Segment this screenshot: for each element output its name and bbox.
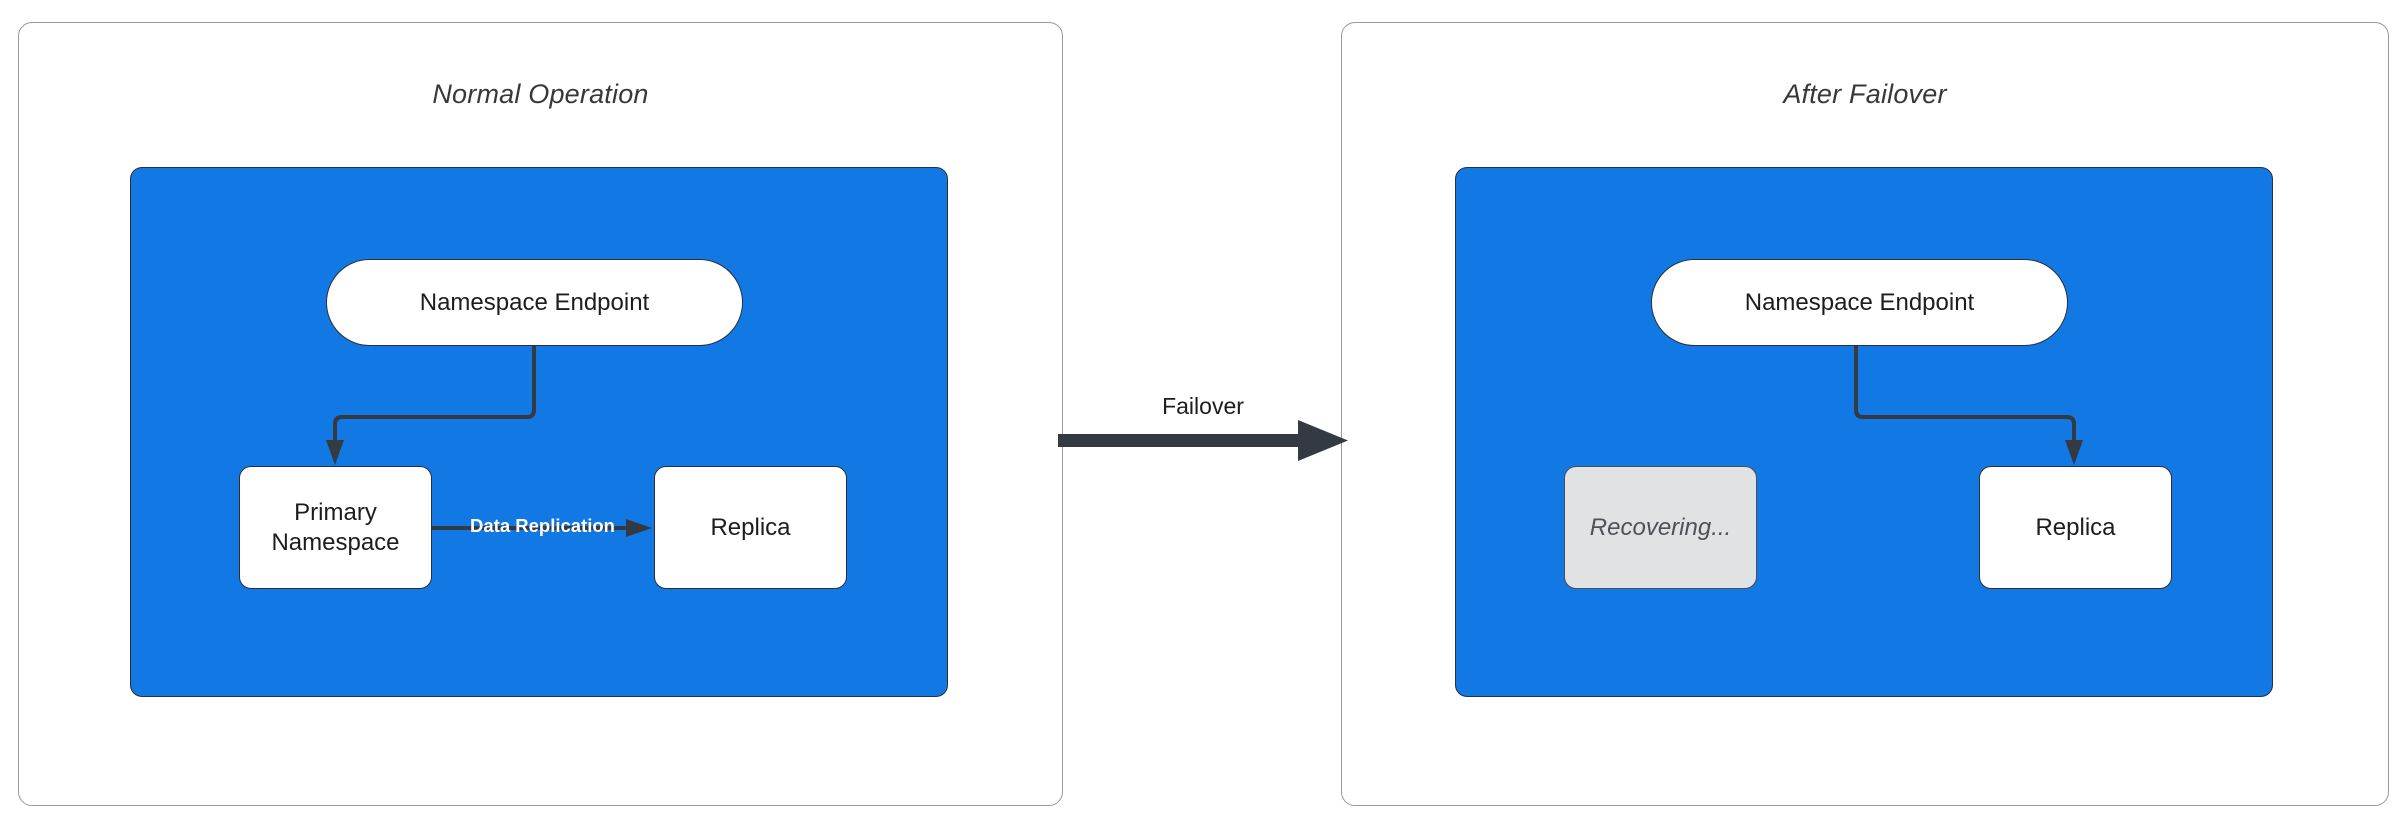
node-recovering[interactable]: Recovering... <box>1564 466 1757 589</box>
failover-transition-arrow <box>1058 420 1348 461</box>
node-primary-namespace-line1: Primary <box>294 498 377 526</box>
node-namespace-endpoint-failover[interactable]: Namespace Endpoint <box>1651 259 2068 346</box>
namespace-region-normal <box>130 167 948 697</box>
node-replica-failover[interactable]: Replica <box>1979 466 2172 589</box>
namespace-region-failover <box>1455 167 2273 697</box>
node-replica-normal[interactable]: Replica <box>654 466 847 589</box>
node-namespace-endpoint-normal[interactable]: Namespace Endpoint <box>326 259 743 346</box>
panel-title-after-failover: After Failover <box>1783 79 1947 109</box>
node-primary-namespace-line2: Namespace <box>271 528 400 556</box>
edge-label-data-replication: Data Replication <box>470 515 615 536</box>
failover-transition-label: Failover <box>1162 393 1244 419</box>
node-primary-namespace[interactable]: Primary Namespace <box>239 466 432 589</box>
panel-title-normal-operation: Normal Operation <box>432 79 649 109</box>
